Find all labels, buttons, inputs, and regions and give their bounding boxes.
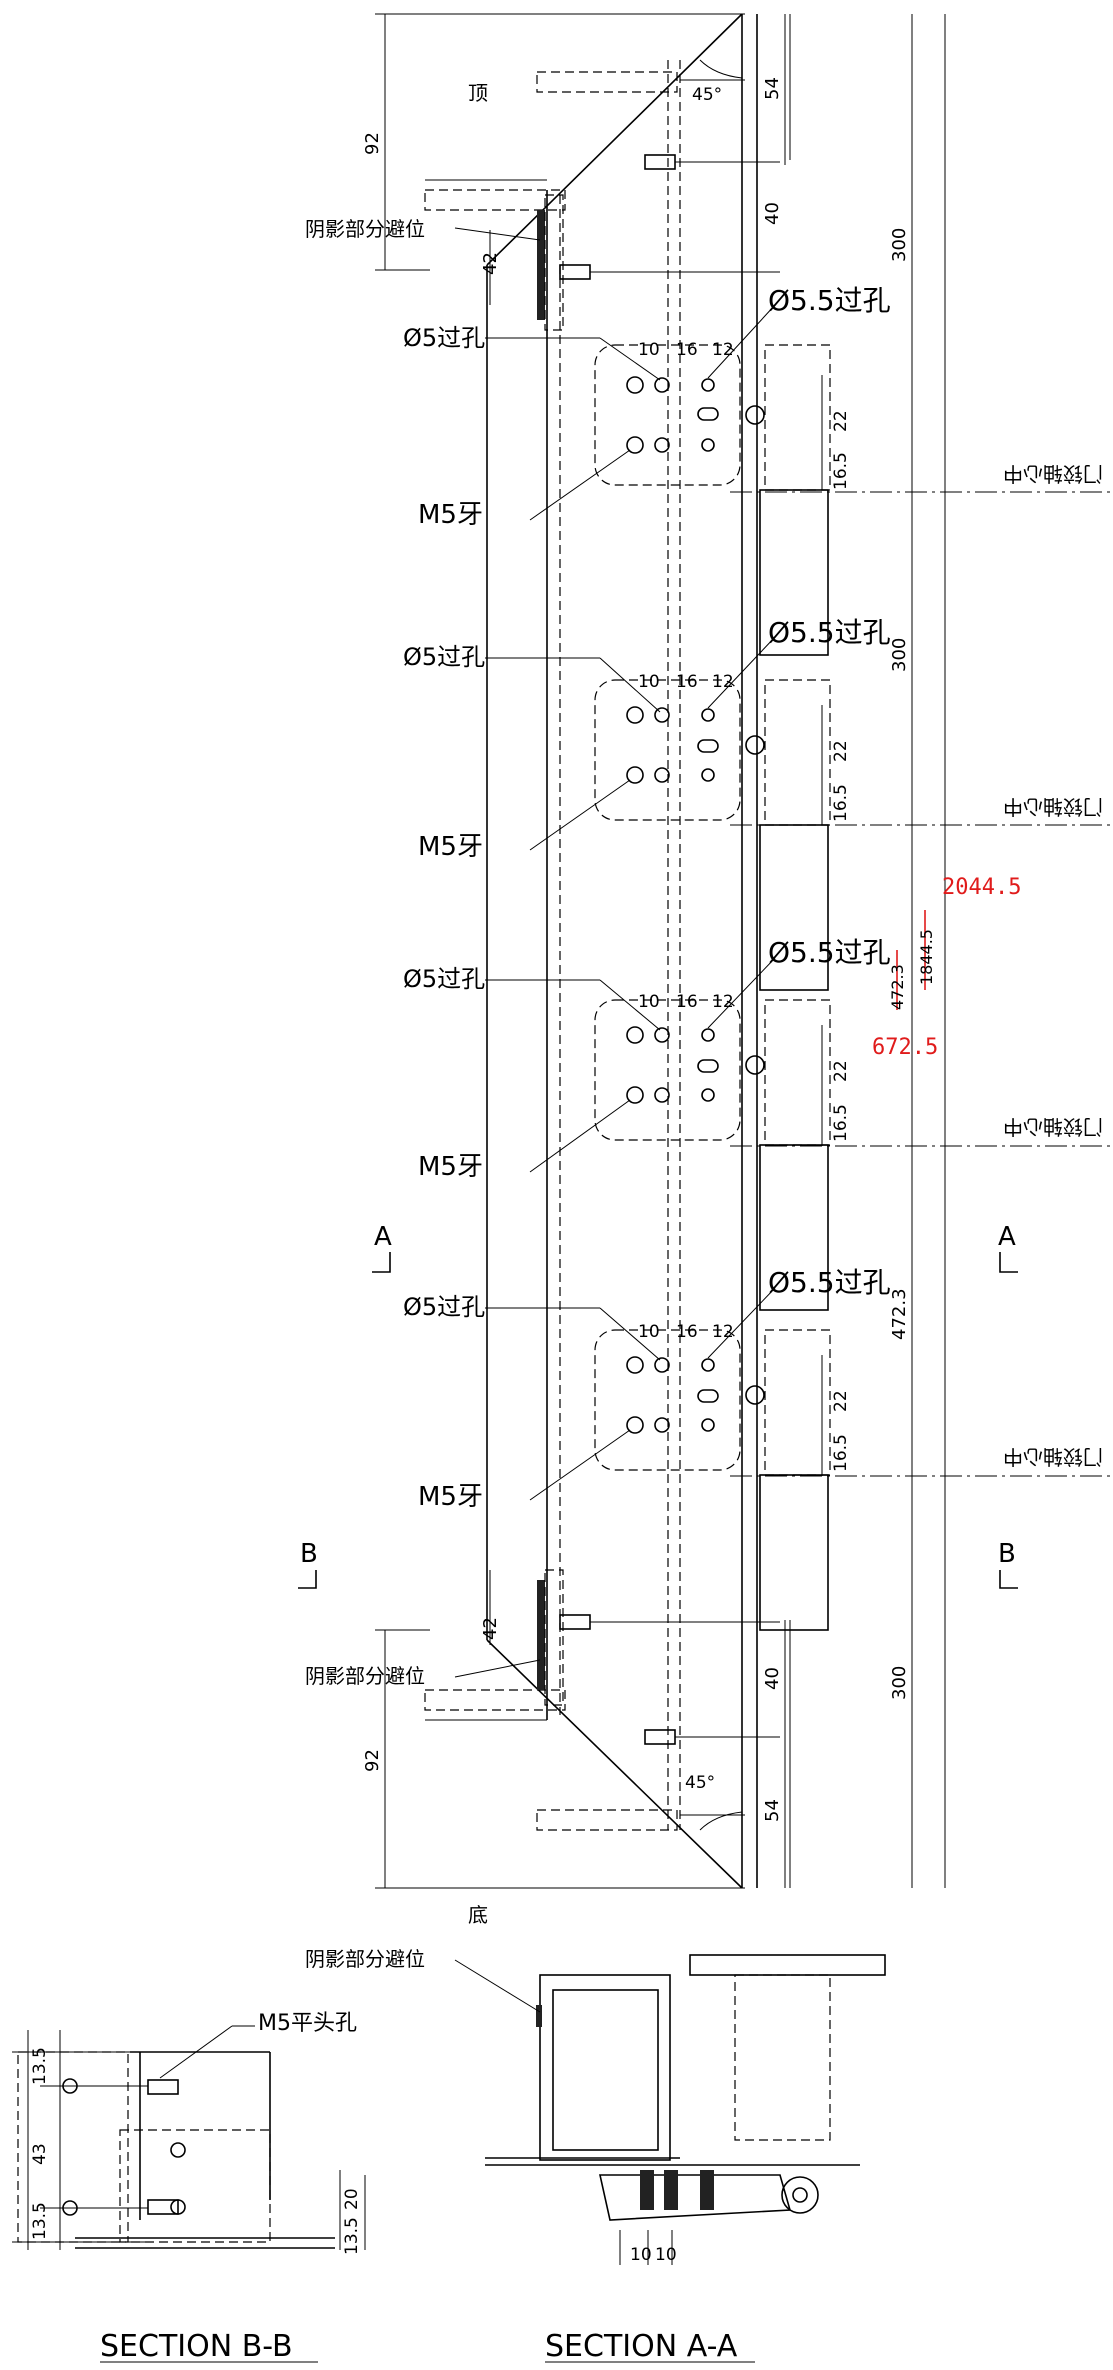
dim-10-1: 10 [638, 340, 660, 360]
dim-20: 20 [342, 2188, 362, 2210]
dim-300-bottom: 300 [889, 1666, 910, 1700]
group-4-dims: 10 16 12 22 16.5 [638, 1322, 851, 1472]
hinge-group-1 [594, 344, 831, 656]
hole-55-label-3: Ø5.5过孔 [768, 936, 891, 969]
hole-pattern [626, 376, 765, 1434]
hole-5-label-2: Ø5过孔 [403, 643, 485, 671]
dim-42-top: 42 [480, 252, 501, 275]
dim-22-1: 22 [831, 410, 851, 432]
dim-40-top: 40 [762, 202, 783, 225]
bottom-label: 底 [468, 1903, 488, 1927]
section-a-left: A [374, 1222, 392, 1252]
dim-300-top: 300 [889, 228, 910, 262]
hinge-center-label-3: 门铰轴心中 [1003, 1115, 1103, 1139]
hinge-group-3 [594, 999, 831, 1311]
dim-22-2: 22 [831, 740, 851, 762]
dim-16-2: 16 [676, 672, 698, 692]
hole-5-label-3: Ø5过孔 [403, 965, 485, 993]
shadow-clearance-label-top: 阴影部分避位 [305, 217, 425, 241]
section-a-right: A [998, 1222, 1016, 1252]
dim-aa-10-a: 10 [630, 2245, 652, 2265]
dim-22-3: 22 [831, 1060, 851, 1082]
section-aa-drawing [454, 1954, 886, 2265]
main-elevation [375, 13, 946, 1889]
section-bb-title: SECTION B-B [100, 2329, 293, 2364]
group-2-dims: 10 16 12 22 16.5 [638, 672, 851, 822]
dim-12-2: 12 [712, 672, 734, 692]
section-aa-title: SECTION A-A [545, 2329, 738, 2364]
hole-55-label-4: Ø5.5过孔 [768, 1266, 891, 1299]
hole-5-label-4: Ø5过孔 [403, 1293, 485, 1321]
dim-472-3: 472.3 [889, 1288, 910, 1340]
group-1-dims: 10 16 12 22 16.5 [638, 340, 851, 490]
dim-54-top: 54 [762, 77, 783, 100]
hinge-center-label-2: 门铰轴心中 [1003, 795, 1103, 819]
dim-16-5-3: 16.5 [831, 1104, 851, 1142]
dim-92-bottom: 92 [362, 1749, 383, 1772]
dim-10-2: 10 [638, 672, 660, 692]
hole-55-label-2: Ø5.5过孔 [768, 616, 891, 649]
dimension-lines [784, 14, 823, 1888]
section-bb-drawing [12, 2025, 366, 2250]
leaders [454, 227, 776, 1678]
dim-1844-5-struck: 1844.5 [917, 929, 936, 985]
dim-300-mid: 300 [889, 638, 910, 672]
hinge-center-label-4: 门铰轴心中 [1003, 1445, 1103, 1469]
section-b-right: B [998, 1539, 1016, 1569]
dim-16-5-1: 16.5 [831, 452, 851, 490]
m5-countersunk-label: M5平头孔 [258, 2011, 357, 2036]
dim-13-5-right: 13.5 [342, 2217, 362, 2255]
top-label: 顶 [468, 81, 488, 105]
group-3-dims: 10 16 12 22 16.5 [638, 992, 851, 1142]
dim-12-3: 12 [712, 992, 734, 1012]
dim-16-5-2: 16.5 [831, 784, 851, 822]
dim-43: 43 [30, 2143, 50, 2165]
dim-16-3: 16 [676, 992, 698, 1012]
dim-92-top: 92 [362, 132, 383, 155]
corrected-pitch-dimension: 672.5 [872, 1035, 938, 1060]
hinge-group-4 [594, 1329, 831, 1631]
section-b-left: B [300, 1539, 318, 1569]
dim-16-1: 16 [676, 340, 698, 360]
corrected-total-dimension: 2044.5 [942, 875, 1021, 900]
dim-16-5-4: 16.5 [831, 1434, 851, 1472]
m5-label-2: M5牙 [418, 832, 483, 862]
dim-42-bottom: 42 [480, 1617, 501, 1640]
dim-13-5-top: 13.5 [30, 2047, 50, 2085]
m5-label-1: M5牙 [418, 500, 483, 530]
shadow-clearance-label-bottom: 阴影部分避位 [305, 1664, 425, 1688]
dim-12-1: 12 [712, 340, 734, 360]
dim-10-3: 10 [638, 992, 660, 1012]
shadow-clearance-label-section: 阴影部分避位 [305, 1947, 425, 1971]
dim-10-4: 10 [638, 1322, 660, 1342]
hinge-center-lines [730, 491, 1113, 1477]
dim-13-5-bottom: 13.5 [30, 2202, 50, 2240]
m5-label-4: M5牙 [418, 1482, 483, 1512]
dim-aa-10-b: 10 [655, 2245, 677, 2265]
dim-16-4: 16 [676, 1322, 698, 1342]
section-markers [298, 1252, 1018, 1589]
angle-label-top: 45° [692, 85, 722, 105]
dim-12-4: 12 [712, 1322, 734, 1342]
hole-5-label-1: Ø5过孔 [403, 324, 485, 352]
m5-label-3: M5牙 [418, 1152, 483, 1182]
hinge-center-label-1: 门铰轴心中 [1003, 462, 1103, 486]
dim-54-bottom: 54 [762, 1799, 783, 1822]
dim-472-3-struck: 472.3 [888, 964, 907, 1010]
hole-55-label-1: Ø5.5过孔 [768, 284, 891, 317]
dim-40-bottom: 40 [762, 1667, 783, 1690]
angle-label-bottom: 45° [685, 1773, 715, 1793]
dim-22-4: 22 [831, 1390, 851, 1412]
